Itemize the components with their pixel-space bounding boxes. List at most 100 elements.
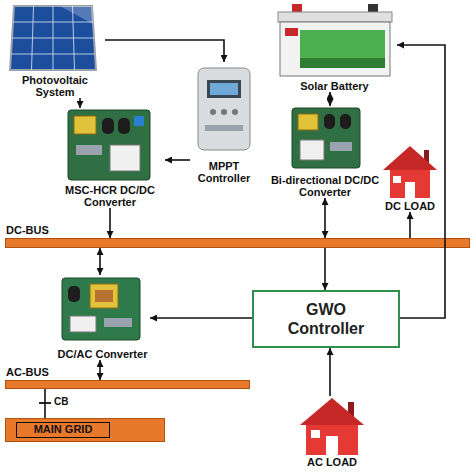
pcb-board	[62, 278, 140, 340]
panel-frame	[10, 6, 96, 70]
house-icon	[300, 398, 364, 455]
solar-panel	[10, 6, 96, 70]
transformer	[90, 284, 118, 308]
roof	[383, 146, 437, 170]
mppt-button	[232, 109, 238, 115]
pcb	[68, 110, 150, 180]
connector-line	[324, 198, 326, 238]
text-group: AC LOAD	[298, 456, 366, 468]
battery-label-panel	[300, 30, 385, 68]
pv-array: Photovoltaic System	[5, 0, 105, 98]
house-icon	[383, 146, 437, 198]
door	[326, 436, 338, 455]
battery-body	[280, 22, 390, 76]
controller-box: GWO Controller	[252, 290, 400, 348]
module	[300, 140, 324, 160]
node-label: AC LOAD	[298, 456, 366, 468]
connector-line	[397, 45, 445, 318]
heatsink	[104, 318, 132, 327]
text-group: MAIN GRID	[16, 422, 110, 438]
node-label: Bi-directional DC/DC Converter	[270, 174, 380, 198]
text-group: MPPT Controller	[190, 160, 258, 184]
text-group: Photovoltaic System	[5, 74, 105, 98]
capacitor	[324, 114, 335, 129]
panel-grid	[13, 22, 93, 23]
window	[393, 176, 401, 183]
connector-line	[105, 40, 224, 62]
mppt-button	[210, 109, 216, 115]
mppt-body	[198, 68, 250, 150]
connector-line	[44, 389, 46, 418]
text-group: DC/AC Converter	[55, 348, 150, 360]
node-label: GWO Controller	[282, 300, 370, 338]
node-label: MSC-HCR DC/DC Converter	[55, 184, 165, 208]
mppt-strip	[205, 125, 243, 131]
text-group: Bi-directional DC/DC Converter	[270, 174, 380, 198]
mppt-button	[221, 109, 227, 115]
breaker-symbol	[39, 402, 51, 404]
connector-line	[109, 208, 111, 238]
panel-grid	[11, 54, 95, 55]
node-label: MAIN GRID	[17, 423, 109, 436]
node-label: AC-BUS	[6, 366, 49, 378]
heatsink	[330, 142, 352, 151]
transformer	[74, 116, 96, 134]
mppt-controller: MPPT Controller	[190, 62, 258, 184]
text-group: DC LOAD	[380, 200, 440, 212]
pcb-board	[292, 108, 360, 168]
battery-badge	[285, 28, 298, 36]
connector-line	[99, 360, 101, 380]
wall	[306, 425, 358, 455]
battery-illustration	[278, 4, 392, 76]
connector-line	[329, 92, 331, 106]
battery-stripe	[300, 58, 385, 68]
pcb	[292, 108, 360, 168]
load-house: DC LOAD	[380, 142, 440, 212]
connector-line	[99, 248, 101, 275]
winding	[95, 290, 113, 302]
connector-line	[79, 98, 81, 108]
connector-line	[165, 159, 190, 161]
bus-bar: AC-BUS	[5, 380, 250, 389]
node-label: Solar Battery	[272, 80, 397, 92]
mppt-device	[198, 68, 250, 150]
text-group: DC-BUS	[6, 224, 49, 236]
inverter: DC/AC Converter	[55, 275, 150, 360]
panel-glint	[60, 6, 93, 24]
node-label: DC LOAD	[380, 200, 440, 212]
text-group: Solar Battery	[272, 80, 397, 92]
capacitor	[118, 118, 130, 134]
module	[110, 145, 140, 171]
connector-line	[150, 317, 252, 319]
text-group: AC-BUS	[6, 366, 49, 378]
connector-line	[409, 212, 411, 238]
module	[70, 316, 96, 332]
bidirectional-converter: Bi-directional DC/DC Converter	[270, 106, 380, 198]
connector-line	[324, 248, 326, 290]
heatsink	[76, 145, 102, 155]
battery-unit: Solar Battery	[272, 0, 397, 92]
panel-grid	[12, 38, 94, 39]
dcdc-converter: MSC-HCR DC/DC Converter	[55, 108, 165, 208]
capacitor	[68, 286, 80, 302]
node-label: Photovoltaic System	[5, 74, 105, 98]
node-label: MPPT Controller	[190, 160, 258, 184]
node-label: DC/AC Converter	[55, 348, 150, 360]
text-group: MSC-HCR DC/DC Converter	[55, 184, 165, 208]
wall	[390, 170, 430, 198]
capacitor	[102, 118, 114, 134]
door	[405, 182, 415, 198]
grid-band: MAIN GRID	[5, 418, 165, 442]
window	[311, 430, 320, 438]
bus-bar: DC-BUS	[5, 238, 470, 248]
roof	[300, 398, 364, 425]
edge-label: CB	[54, 396, 68, 407]
node-label: DC-BUS	[6, 224, 49, 236]
mppt-screen	[207, 80, 241, 98]
connector-line	[329, 348, 331, 396]
text-group: GWO Controller	[254, 300, 398, 338]
load-house: AC LOAD	[298, 396, 366, 468]
capacitor	[340, 114, 351, 129]
